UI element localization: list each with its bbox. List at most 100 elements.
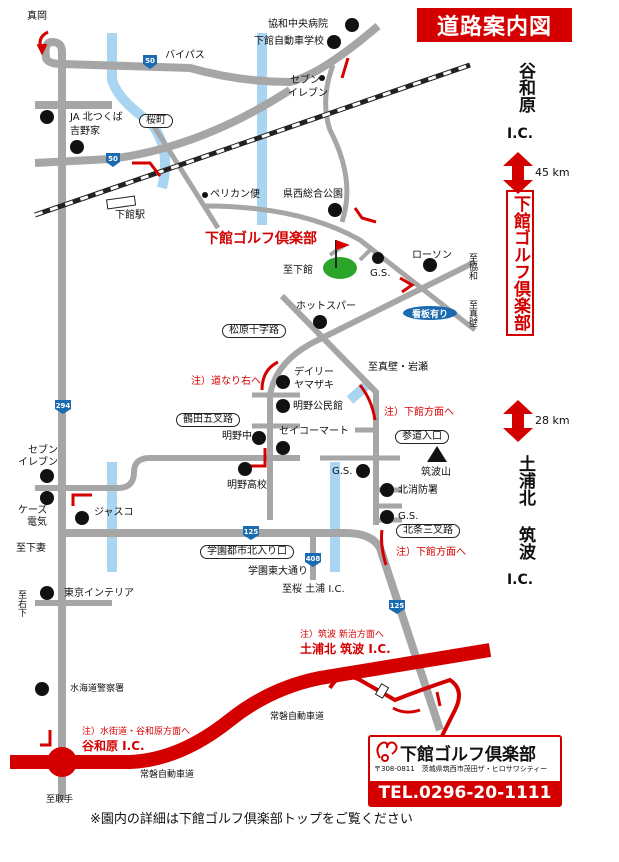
label-ja: JA 北つくば [70,112,123,123]
label-tokyo-interior: 東京インテリア [64,588,134,599]
label-bypass: バイパス [165,50,205,61]
arrow [380,529,388,566]
label-to-ushiku: 至右下 [16,590,26,617]
club-phone[interactable]: TEL.0296-20-1111 [370,781,560,805]
toll-gate [374,683,390,699]
note-shimodate-1: 注）下館方面へ [384,407,454,418]
label-seven1a: セブン [290,75,320,86]
label-gakuen-higashi: 学園東大通り [248,566,308,577]
club-name-vertical: 下館ゴルフ倶楽部 [506,190,534,336]
label-tsuchiura-ic: 土浦北 筑波 I.C. [300,642,391,656]
label-to-sakura: 至桜 土浦 I.C. [282,584,345,595]
arrow [435,691,442,707]
label-jusco: ジャスコ [94,507,134,518]
top-ic-name: 谷和原 [515,62,535,113]
note-right: 注）道なり右へ [191,376,261,387]
label-seicomart: セイコーマート [279,426,349,437]
route-125-number: 125 [244,528,259,536]
label-hojo: 北条三叉路 [396,524,460,538]
label-matsubara: 松原十字路 [222,324,286,338]
direction-arrows [36,30,442,747]
label-tsuruta: 鶴田五叉路 [176,413,240,427]
label-akeno-hs: 明野高校 [227,480,267,491]
arrow [358,384,377,421]
route-408-number: 408 [306,555,321,563]
yawara-ic-marker [47,747,77,777]
label-to-toride: 至取手 [46,795,74,805]
label-police: 水海道警察署 [70,684,125,694]
label-sando: 参道入口 [395,430,449,444]
note-tsukuba: 注）筑波 新治方面へ [300,630,384,640]
route-50-number: 50 [108,155,118,163]
label-gakuen-entry: 学園都市北入り口 [200,545,294,559]
road-route125 [62,529,444,732]
label-yoshinoya: 吉野家 [70,126,100,137]
label-to-shimodate: 至下館 [283,265,313,276]
label-club: 下館ゴルフ倶楽部 [205,231,317,247]
label-tsukubasan: 筑波山 [421,467,451,478]
label-to-kyowa: 至協和 [467,253,477,280]
label-ks2: 電気 [27,517,47,528]
label-kyowa-hospital: 協和中央病院 [268,19,328,30]
label-hotspar: ホットスパー [296,301,356,312]
label-gs3: G.S. [398,511,419,522]
road-bypass [61,22,381,87]
bottom-ic-name: 土浦北 筑波 [515,455,535,560]
road [323,64,350,223]
route-shields [55,55,405,614]
label-daily1: デイリー [294,367,334,378]
top-ic-suffix: I.C. [506,126,534,142]
label-to-makabe: 至真壁 [467,300,477,327]
label-kensei-park: 県西総合公園 [283,189,343,200]
signboard-badge [403,306,457,320]
arrow [246,448,267,468]
arrow [399,276,415,294]
label-yawara-ic: 谷和原 I.C. [82,739,145,753]
route-294-number: 294 [56,402,71,410]
golf-green [323,257,357,279]
arrow [132,161,162,177]
label-seven2b: イレブン [18,457,58,468]
label-gs2: G.S. [332,466,353,477]
signboard-text: 看板有り [412,308,448,320]
club-address: 〒308-0811 茨城県筑西市茂田ザ・ヒロサワシティー [374,765,548,773]
label-pelican: ペリカン便 [210,189,260,200]
label-to-makabe-iwase: 至真壁・岩瀬 [368,362,428,373]
route-50-number: 50 [145,57,155,65]
road [279,293,379,525]
landmark-dots [35,18,437,696]
interchange-loop [328,674,461,741]
road [204,203,477,332]
club-logo-icon [376,741,398,762]
label-lawson: ローソン [412,250,452,261]
double-arrow-icon [503,400,533,442]
club-name: 下館ゴルフ倶楽部 [400,745,536,765]
label-mooka: 真岡 [27,11,47,22]
expressway [10,643,492,769]
label-seven1b: イレブン [288,88,328,99]
distance-top: 45 km [535,166,570,179]
label-akeno-hall: 明野公民館 [293,401,343,412]
label-to-shimotsuma: 至下妻 [16,543,46,554]
page-title: 道路案内図 [417,8,572,42]
double-arrow-icon [503,152,533,194]
label-fire-station: 北消防署 [398,485,438,496]
river [107,33,171,190]
label-akeno-jh: 明野中 [222,431,252,442]
arrow [71,493,92,506]
mountain-icon [427,446,447,462]
bottom-ic-suffix: I.C. [506,572,534,588]
footer-note: ※園内の詳細は下館ゴルフ倶楽部トップをご覧ください [90,812,413,827]
distance-bottom: 28 km [535,414,570,427]
club-info-box: 下館ゴルフ倶楽部 〒308-0811 茨城県筑西市茂田ザ・ヒロサワシティー TE… [368,735,562,807]
golf-flag-icon [336,240,350,250]
road-route50 [34,86,293,167]
railway [34,62,471,218]
joban-expressway [10,643,492,769]
river [346,380,372,404]
label-seven2a: セブン [28,445,58,456]
station [106,195,137,210]
label-ks1: ケーズ [18,505,48,516]
road-tsuruta [35,455,300,491]
